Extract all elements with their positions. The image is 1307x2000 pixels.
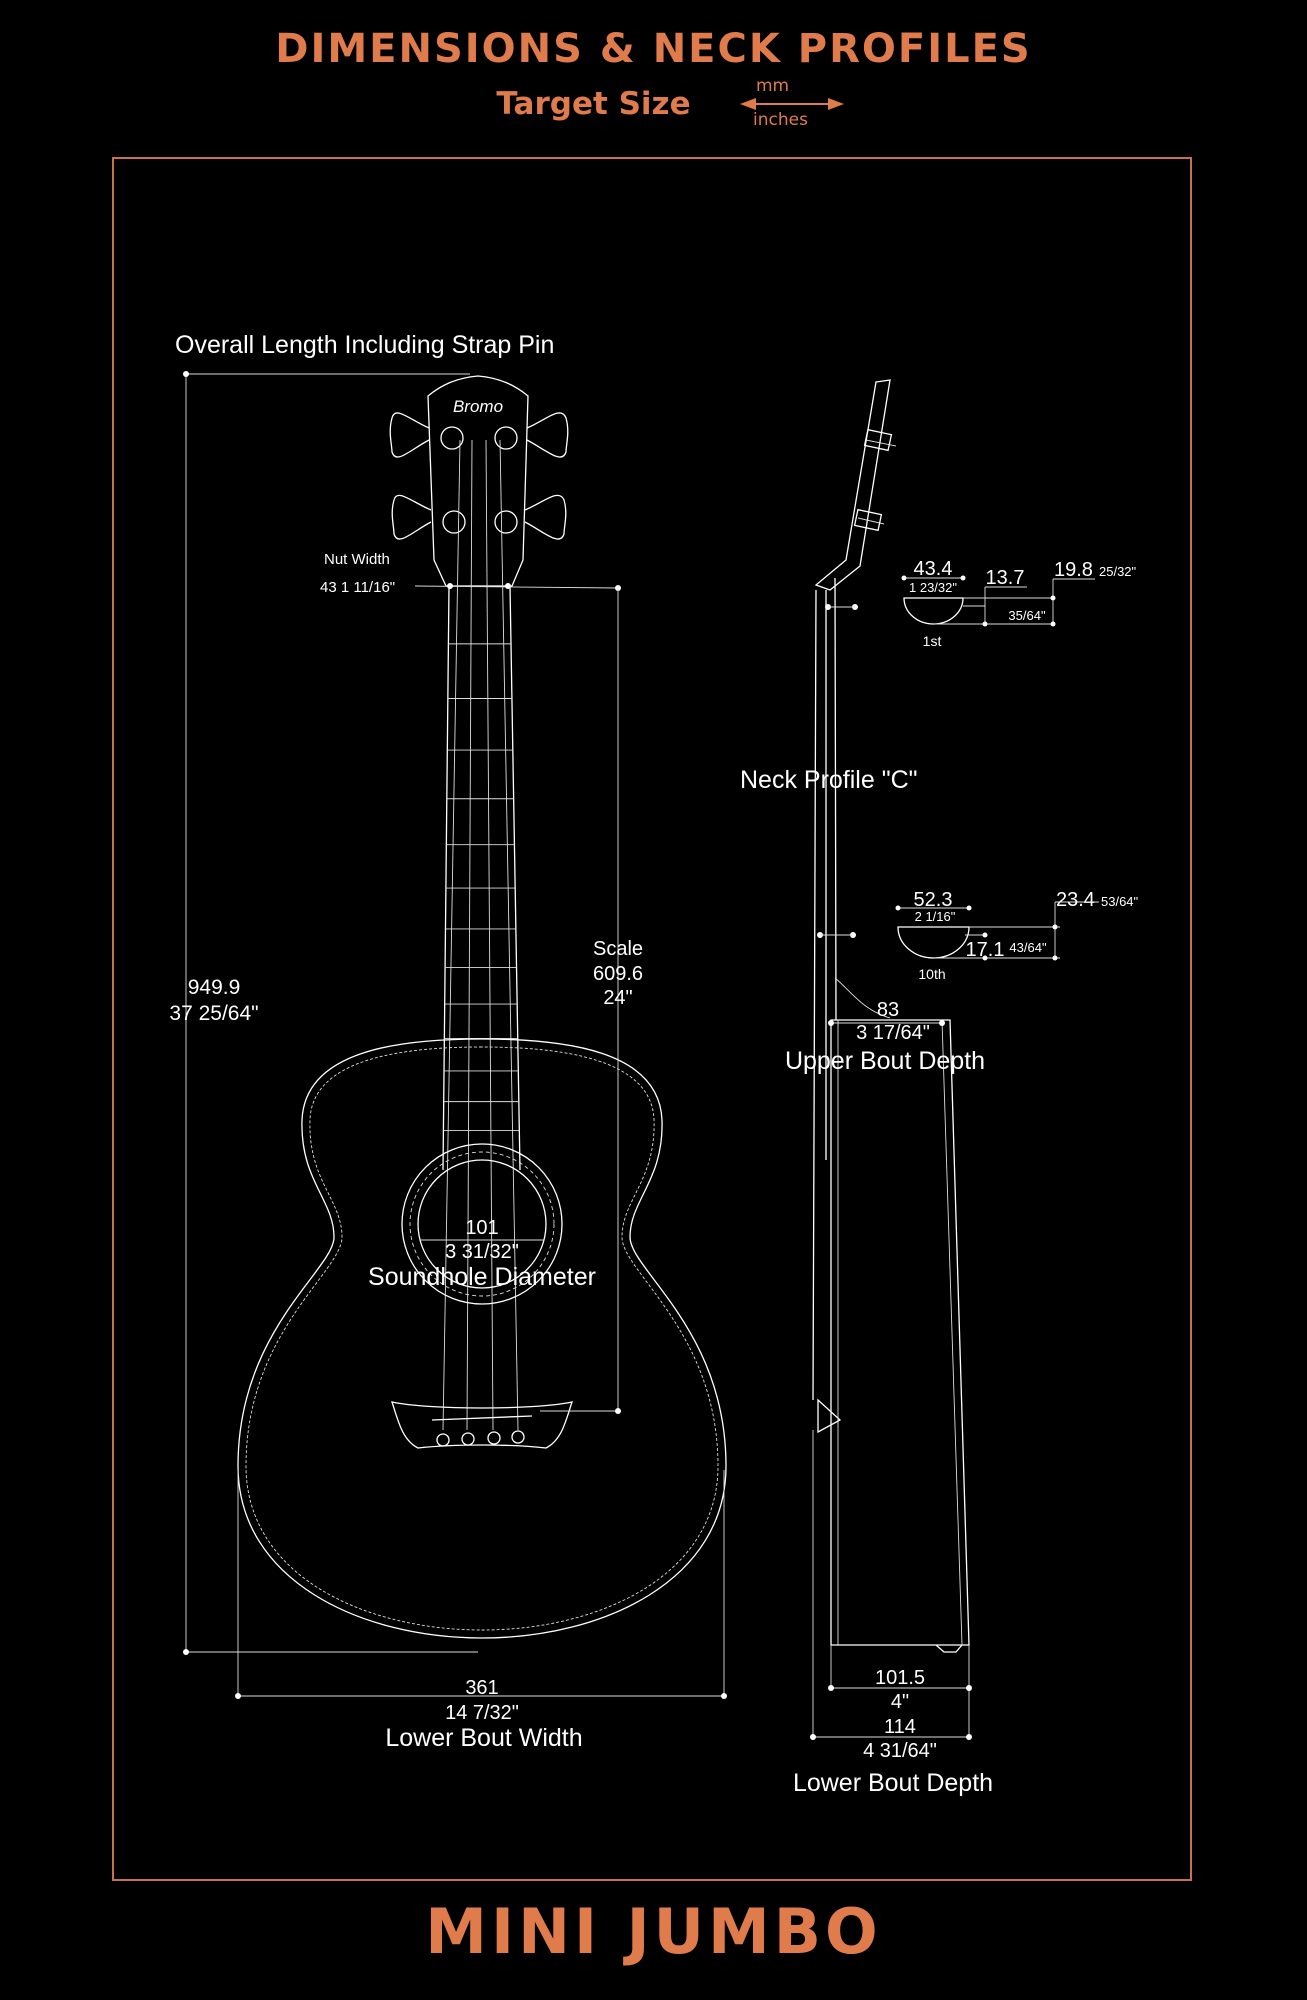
drawing-frame [112,157,1192,1881]
profile-1st-total-in: 25/32" [1099,564,1137,579]
lower-bout-depth-inches: 4 31/64" [863,1740,937,1762]
profile-10th-fret: 10th [918,966,945,982]
soundhole-label: Soundhole Diameter [368,1263,596,1291]
overall-length-inches: 37 25/64" [169,1002,258,1025]
tuner-pegs [389,412,569,540]
model-name: MINI JUMBO [425,1895,882,1968]
lower-bout-width-inches: 14 7/32" [445,1702,519,1724]
profile-10th-total-in: 53/64" [1101,894,1139,909]
upper-bout-depth-label: Upper Bout Depth [785,1047,985,1075]
profile-10th-thick-in: 43/64" [1009,940,1047,955]
profile-1st-fret: 1st [923,633,942,649]
bridge [391,1401,573,1449]
overall-length-mm: 949.9 [188,976,241,999]
upper-bout-depth-mm: 83 [877,999,899,1021]
neck-profile-label: Neck Profile "C" [740,766,918,794]
side-view: Neck Profile "C" 43.4 1 23/32" 13.7 35/6… [740,379,1139,1797]
profile-10th-total-mm: 23.4 [1056,889,1095,911]
soundhole [401,1143,563,1305]
profile-1st-thick-mm: 13.7 [986,567,1025,589]
unit-inches: inches [753,110,808,130]
scale-inches: 24" [603,987,632,1009]
brand-logo: Bromo [453,397,503,416]
overall-length-label: Overall Length Including Strap Pin [175,331,554,359]
upper-bout-depth-inches: 3 17/64" [856,1022,930,1044]
nut-width-value: 43 1 11/16" [320,579,395,596]
soundhole-mm: 101 [465,1217,498,1239]
frets [443,643,520,1132]
lower-bout-depth-label: Lower Bout Depth [793,1769,993,1797]
lower-bout-width-label: Lower Bout Width [385,1724,582,1752]
profile-10th-width-in: 2 1/16" [915,909,956,924]
nut-width-label: Nut Width [324,551,390,568]
side-neck [812,577,837,1401]
profile-1st-width-in: 1 23/32" [909,580,957,595]
profile-1st-total-mm: 19.8 [1054,559,1093,581]
profile-10th-width-mm: 52.3 [914,889,953,911]
page-title: DIMENSIONS & NECK PROFILES [275,26,1032,72]
side-body [830,1019,970,1646]
profile-1st-thick-in: 35/64" [1008,608,1046,623]
scale-label: Scale [593,938,643,960]
lower-bout-inner-inches: 4" [891,1691,909,1713]
neck-profile-1st: 43.4 1 23/32" 13.7 35/64" 19.8 25/32" 1s… [901,558,1137,649]
target-size-text: Target Size [496,86,691,122]
lower-bout-width-mm: 361 [465,1677,498,1699]
strings [442,439,519,1431]
side-headstock [814,379,891,591]
profile-1st-width-mm: 43.4 [914,558,953,580]
headstock [427,375,529,587]
neck-profile-10th: 52.3 2 1/16" 17.1 43/64" 23.4 53/64" 10t… [895,889,1139,982]
lower-bout-depth-mm: 114 [884,1716,916,1738]
scale-mm: 609.6 [593,963,643,985]
guitar-body [237,1038,727,1639]
front-view: Overall Length Including Strap Pin 949.9… [169,331,727,1752]
target-size-label: Target Size [0,86,1307,122]
unit-mm: mm [756,76,790,96]
soundhole-inches: 3 31/32" [445,1241,519,1263]
fretboard [442,585,521,1171]
profile-10th-thick-mm: 17.1 [966,939,1005,961]
lower-bout-inner-mm: 101.5 [875,1667,925,1689]
